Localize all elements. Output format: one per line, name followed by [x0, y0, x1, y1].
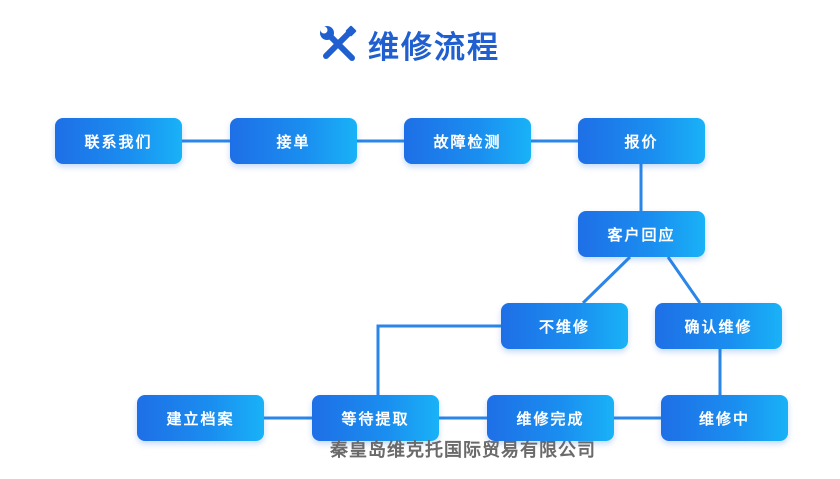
node-accept-order: 接单 — [230, 118, 357, 164]
node-confirm-repair: 确认维修 — [655, 303, 782, 349]
edge-norepair-wait — [376, 324, 501, 395]
node-contact-us: 联系我们 — [55, 118, 182, 164]
node-fault-detection: 故障检测 — [404, 118, 531, 164]
node-wait-pickup: 等待提取 — [312, 395, 439, 441]
edge-response-confirm — [666, 256, 702, 304]
node-quotation: 报价 — [578, 118, 705, 164]
node-repair-complete: 维修完成 — [487, 395, 614, 441]
company-watermark: 秦皇岛维克托国际贸易有限公司 — [330, 440, 596, 461]
edge-response-norepair — [581, 255, 632, 305]
node-no-repair: 不维修 — [501, 303, 628, 349]
diagram-title: 维修流程 — [318, 20, 500, 68]
wrench-screwdriver-icon — [320, 25, 357, 61]
node-repairing: 维修中 — [661, 395, 788, 441]
title-text: 维修流程 — [368, 29, 500, 66]
node-create-archive: 建立档案 — [137, 395, 264, 441]
node-customer-response: 客户回应 — [578, 211, 705, 257]
